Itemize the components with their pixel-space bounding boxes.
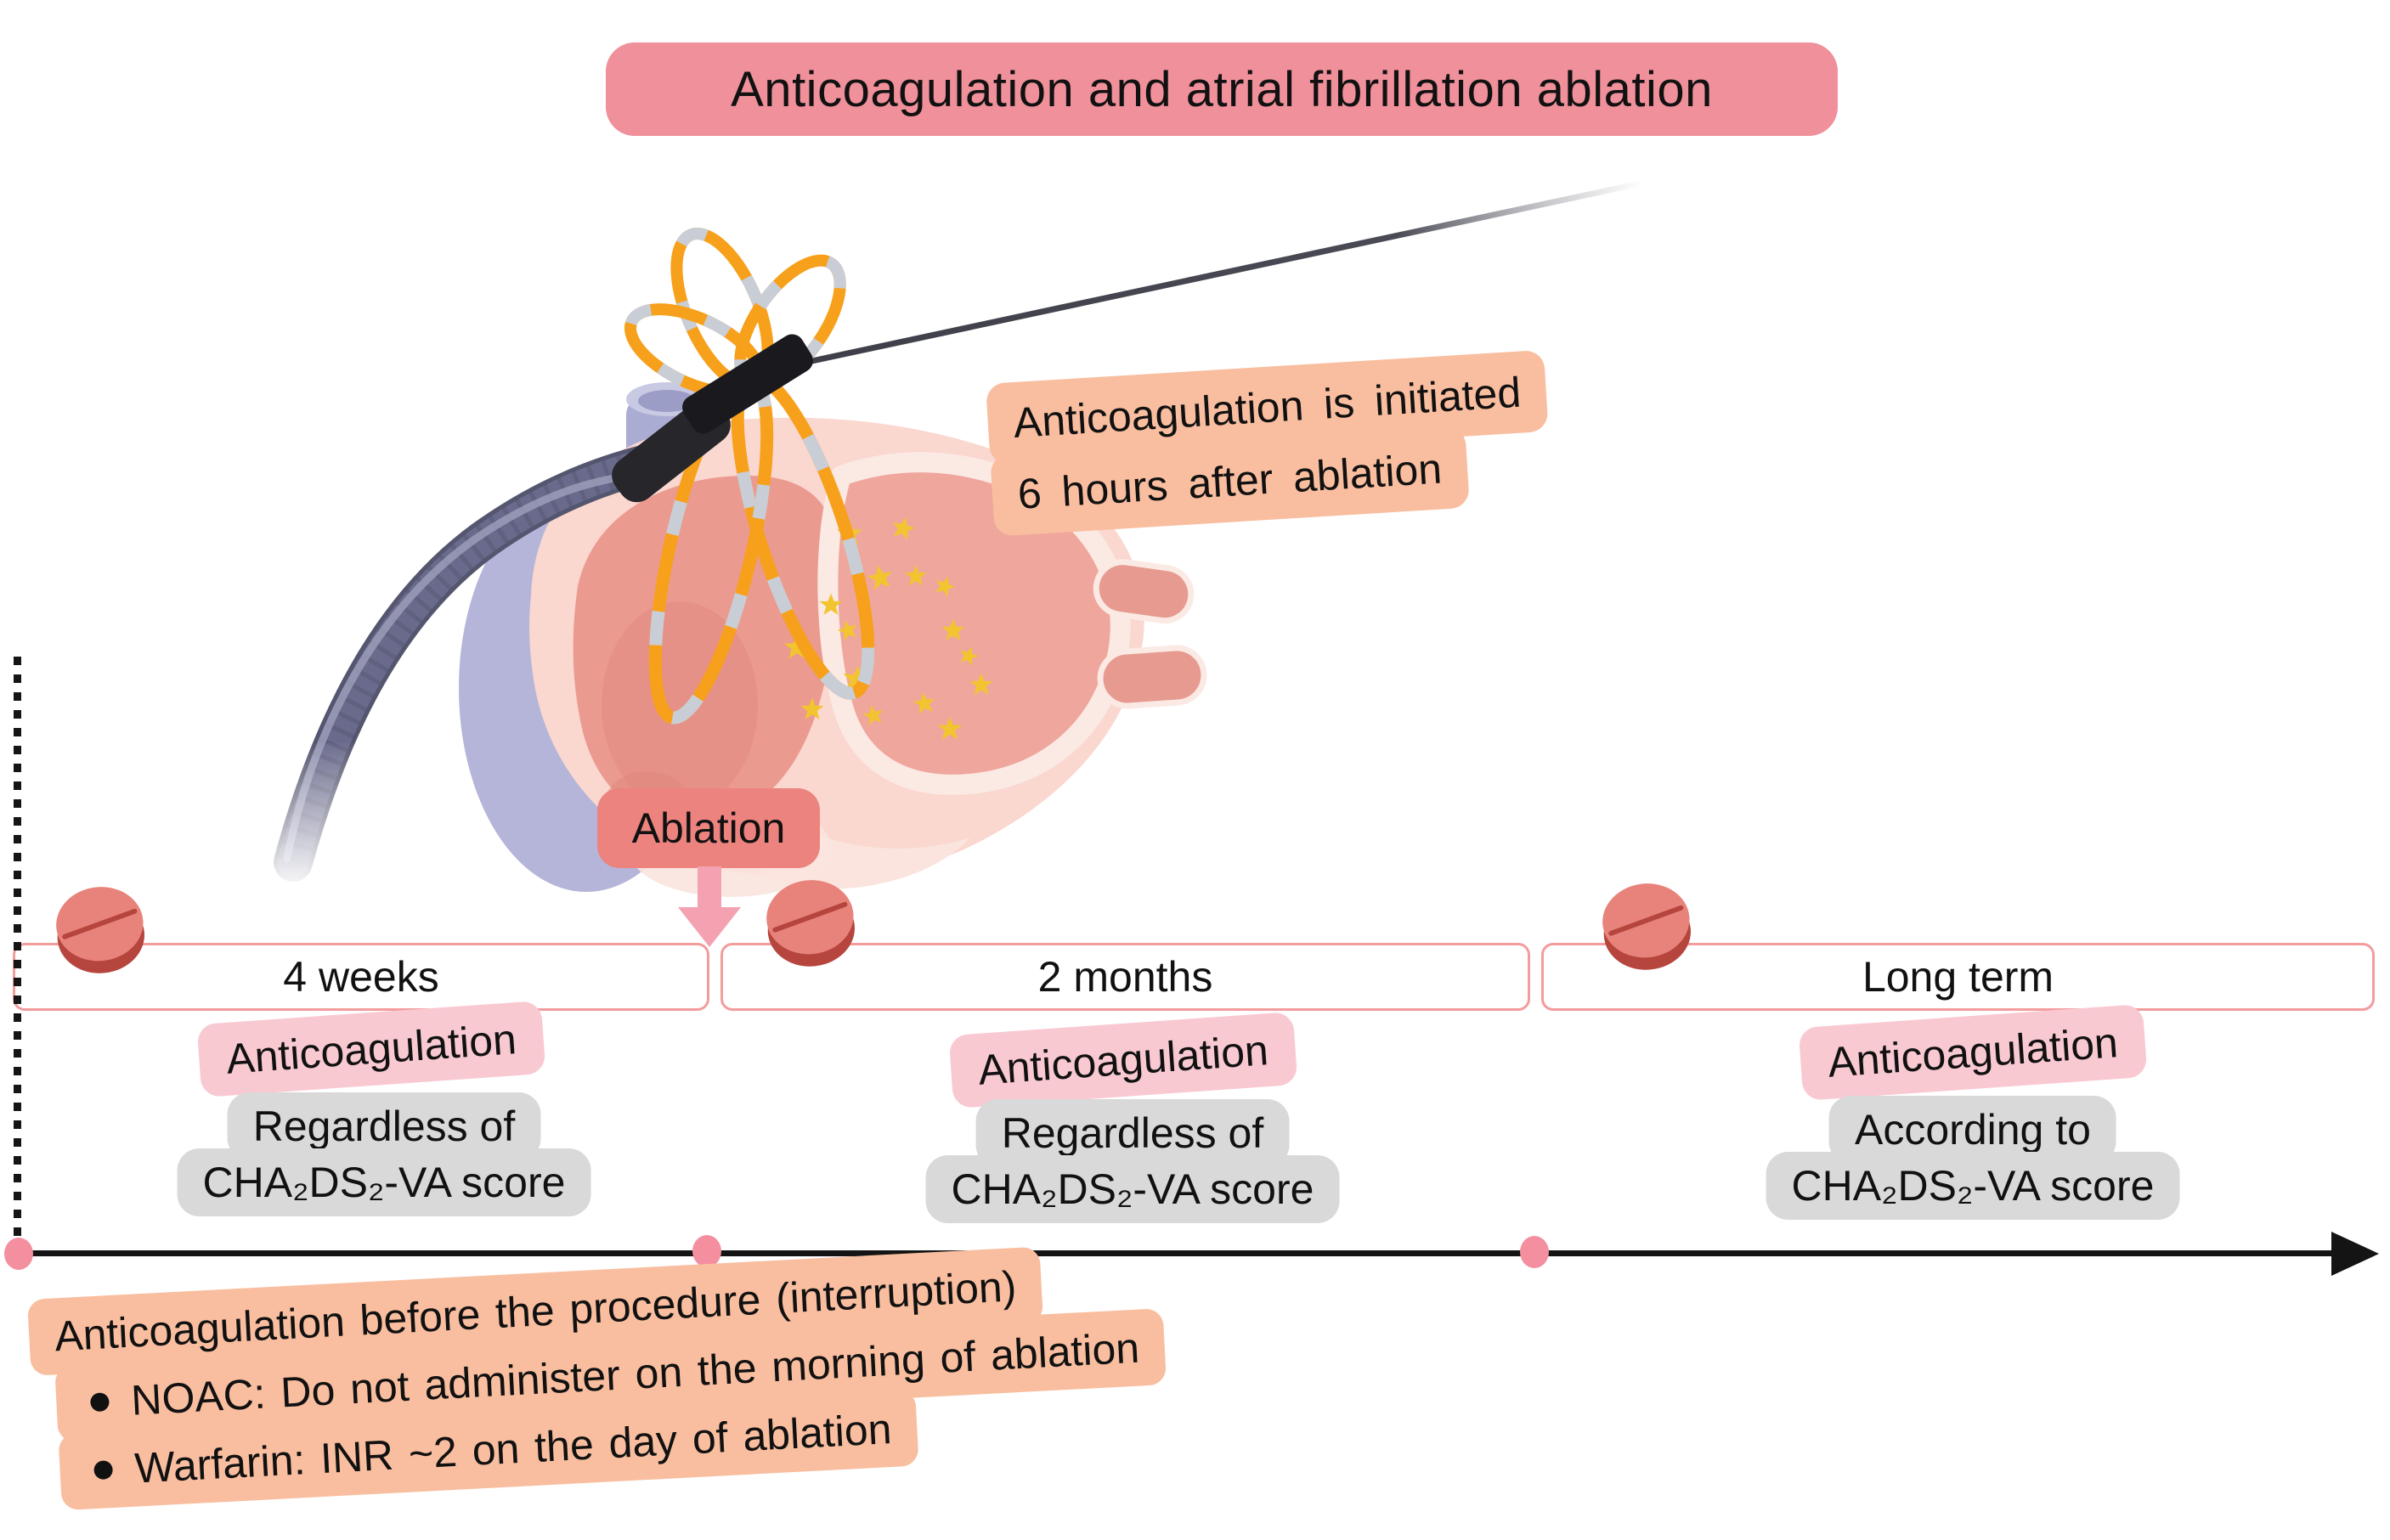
ablation-label: Ablation [597,788,820,868]
timeline-axis [8,1250,2336,1256]
pill-icon [766,880,856,967]
guidewire [757,179,1647,375]
bullet-icon [89,1392,110,1413]
anticoagulation-label-1: Anticoagulation [196,1000,546,1098]
bullet-icon [93,1460,114,1481]
pill-icon [56,887,145,973]
pill-icon [1602,883,1692,970]
note-line2: CHA₂DS₂-VA score [1766,1152,2180,1220]
segment-duration: 2 months [1037,953,1213,1001]
segment-2-months: 2 months [720,943,1530,1011]
note-line2: CHA₂DS₂-VA score [925,1155,1340,1223]
page-title-text: Anticoagulation and atrial fibrillation … [731,61,1713,117]
heart-ablation-illustration [229,179,1647,909]
catheter-tube [229,443,670,909]
note-2-months: Regardless of CHA₂DS₂-VA score [925,1099,1340,1223]
anticoagulation-label-2: Anticoagulation [948,1011,1298,1109]
segment-duration: Long term [1862,953,2054,1001]
timeline-arrowhead [2331,1232,2379,1276]
timeline-dot-start [4,1238,33,1270]
down-arrow-icon [678,866,741,947]
timeline-dot-2-months [1520,1236,1549,1268]
segment-duration: 4 weeks [283,953,439,1001]
timeline-dot-ablation [692,1235,721,1267]
lasso-catheter-loops [612,228,875,725]
note-4-weeks: Regardless of CHA₂DS₂-VA score [177,1092,591,1216]
dotted-start-line [14,657,21,1253]
ablation-label-text: Ablation [631,804,786,852]
note-long-term: According to CHA₂DS₂-VA score [1766,1096,2180,1220]
pre-procedure-callout: Anticoagulation before the procedure (in… [27,1240,1170,1511]
note-line2: CHA₂DS₂-VA score [177,1148,591,1216]
anticoagulation-label-3: Anticoagulation [1798,1003,2148,1102]
page-title: Anticoagulation and atrial fibrillation … [606,42,1838,136]
